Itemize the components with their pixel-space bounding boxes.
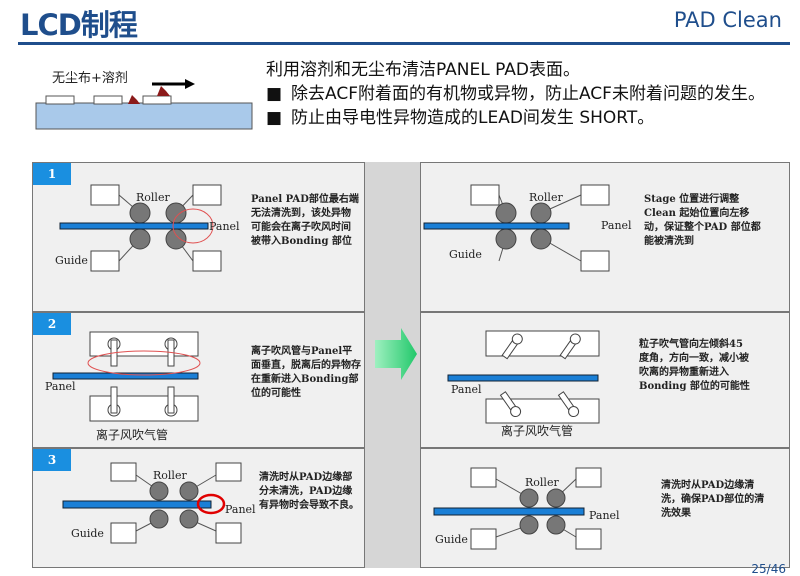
roller-label: Roller xyxy=(136,191,170,204)
intro-lead: 利用溶剂和无尘布清洁PANEL PAD表面。 xyxy=(266,60,581,80)
right-arrow-icon xyxy=(375,328,417,380)
roller-label: Roller xyxy=(529,191,563,204)
step1-after-text: Stage 位置进行调整 Clean 起始位置向左移动，保证整个PAD 部位都能… xyxy=(644,194,761,247)
panel-label: Panel xyxy=(589,509,620,522)
step-number: 3 xyxy=(33,449,71,471)
panel-label: Panel xyxy=(601,219,632,232)
nozzle-label: 离子风吹气管 xyxy=(96,427,168,442)
bullet-list: ■除去ACF附着面的有机物或异物，防止ACF未附着问题的发生。 ■防止由导电性异… xyxy=(266,82,786,130)
panel-bar xyxy=(59,222,209,230)
guide-label: Guide xyxy=(71,527,104,540)
guide-label: Guide xyxy=(449,248,482,261)
step1-after-panel: Roller Guide Panel Stage 位置进行调整 Clean 起始… xyxy=(420,162,790,312)
particle xyxy=(157,86,170,96)
roller-label: Roller xyxy=(525,476,559,489)
panel-label: Panel xyxy=(45,380,76,393)
bullet-item: 防止由导电性异物造成的LEAD间发生 SHORT。 xyxy=(291,108,655,128)
particle xyxy=(128,95,140,104)
panel-label: Panel xyxy=(209,220,240,233)
pad-cleaning-diagram: 无尘布+溶剂 xyxy=(35,71,253,130)
roller-label: Roller xyxy=(153,469,187,482)
bullet-item: 除去ACF附着面的有机物或异物，防止ACF未附着问题的发生。 xyxy=(291,84,765,104)
step2-before-text: 离子吹风管与Panel平面垂直，脱离后的异物存在重新进入Bonding部位的可能… xyxy=(251,346,361,399)
step3-after-text: 清洗时从PAD边缘清洗，确保PAD部位的清洗效果 xyxy=(661,480,765,519)
step2-before-panel: 2 Panel 离子风吹气管 离子吹风管与Panel平面垂直，脱离后的异物存在重… xyxy=(32,312,365,448)
page-title: LCD制程 xyxy=(20,8,138,42)
panel-label: Panel xyxy=(451,383,482,396)
step1-before-text: Panel PAD部位最右端无法清洗到，该处异物可能会在离子吹风时间被带入Bon… xyxy=(251,194,359,247)
page-number: 25/46 xyxy=(751,562,786,576)
substrate xyxy=(35,102,253,130)
step3-before-text: 清洗时从PAD边缘部分未清洗，PAD边缘有异物时会导致不良。 xyxy=(259,472,359,511)
step-number: 1 xyxy=(33,163,71,185)
highlight-circle xyxy=(172,208,214,244)
step1-before-panel: 1 Roller Guide Panel Panel PAD部位最右端无法清洗到… xyxy=(32,162,365,312)
guide-label: Guide xyxy=(55,254,88,267)
step-number: 2 xyxy=(33,313,71,335)
transition-column xyxy=(365,162,420,568)
section-title: PAD Clean xyxy=(673,8,782,32)
step3-before-panel: 3 Roller Guide Panel 清洗时从PAD边缘部分未清洗，PAD边… xyxy=(32,448,365,568)
step3-after-panel: Roller Guide Panel 清洗时从PAD边缘清洗，确保PAD部位的清… xyxy=(420,448,790,568)
step2-after-text: 粒子吹气管向左倾斜45度角，方向一致，减小被吹离的异物重新进入Bonding 部… xyxy=(639,339,750,392)
cloth-solvent-label: 无尘布+溶剂 xyxy=(52,71,128,86)
header-divider xyxy=(18,42,790,45)
step2-after-panel: Panel 离子风吹气管 粒子吹气管向左倾斜45度角，方向一致，减小被吹离的异物… xyxy=(420,312,790,448)
guide-label: Guide xyxy=(435,533,468,546)
panel-label: Panel xyxy=(225,503,256,516)
nozzle-label: 离子风吹气管 xyxy=(501,423,573,438)
